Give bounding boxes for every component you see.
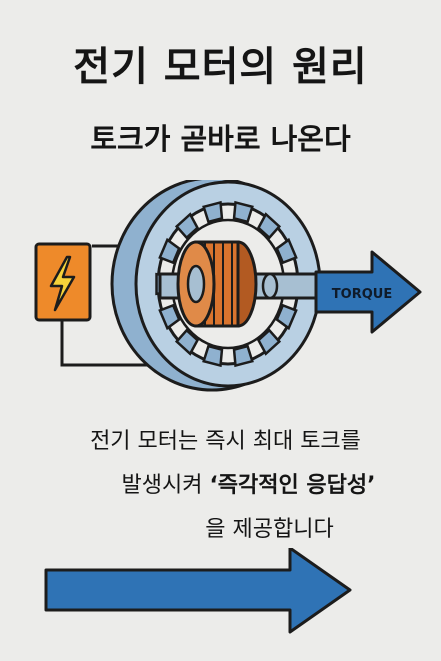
- stator-tooth: [256, 328, 282, 356]
- torque-label: TORQUE: [332, 287, 392, 302]
- stator-tooth: [202, 344, 224, 368]
- caption-emphasis: ‘즉각적인 응답성’: [209, 473, 376, 498]
- motor-diagram: TORQUE: [34, 180, 422, 392]
- stator-tooth: [158, 303, 181, 331]
- stator-tooth: [174, 212, 200, 240]
- caption-line-3: 을 제공합니다: [205, 517, 334, 542]
- caption-line-2: 발생시켜 ‘즉각적인 응답성’: [0, 464, 441, 508]
- bottom-arrow-icon: [44, 548, 352, 634]
- stator-tooth: [232, 200, 254, 224]
- stator-tooth: [158, 237, 181, 265]
- caption-line-1: 전기 모터는 즉시 최대 토크를: [90, 429, 361, 454]
- stator-tooth: [275, 303, 298, 331]
- page-title: 전기 모터의 원리: [73, 44, 368, 90]
- lightning-bolt-icon: [49, 255, 76, 312]
- caption: 전기 모터는 즉시 최대 토크를 발생시켜 ‘즉각적인 응답성’ 을 제공합니다: [0, 420, 441, 552]
- caption-line-2-prefix: 발생시켜: [121, 473, 210, 498]
- stator-tooth: [232, 344, 254, 368]
- stator-tooth: [256, 212, 282, 240]
- rotor: [176, 240, 258, 328]
- stator-tooth: [202, 200, 224, 224]
- stator-tooth: [174, 328, 200, 356]
- battery-icon: [34, 242, 92, 322]
- stator-tooth: [275, 237, 298, 265]
- page-subtitle: 토크가 곧바로 나온다: [90, 122, 351, 156]
- torque-arrow: TORQUE: [314, 250, 422, 334]
